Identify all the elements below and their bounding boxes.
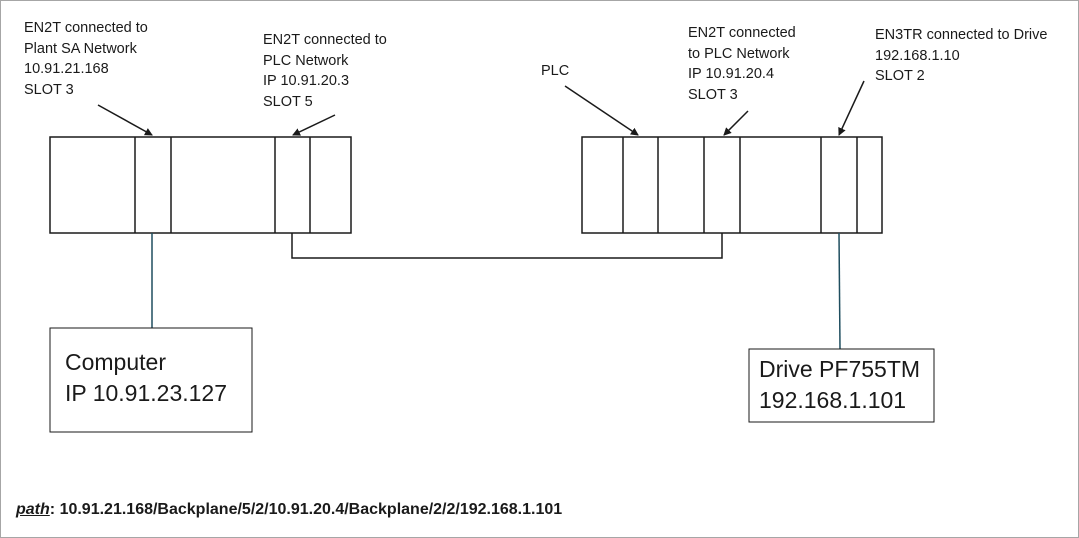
en3tr-label-line: EN3TR connected to Drive xyxy=(875,27,1048,43)
en2t-plc-right-label-line: SLOT 3 xyxy=(688,86,738,103)
en2t-sa-label-line: 10.91.21.168 xyxy=(24,61,109,77)
en2t-plc-right-label: EN2T connected to PLC Network IP 10.91.2… xyxy=(688,23,796,105)
right-chassis xyxy=(581,136,883,234)
computer-label: Computer IP 10.91.23.127 xyxy=(65,347,227,409)
en2t-plc-left-label: EN2T connected to PLC Network IP 10.91.2… xyxy=(263,30,387,112)
drive-name: Drive PF755TM xyxy=(759,356,921,382)
computer-box xyxy=(49,327,253,433)
path-value: 10.91.21.168/Backplane/5/2/10.91.20.4/Ba… xyxy=(59,501,563,518)
en2t-sa-label-line: Plant SA Network xyxy=(24,40,137,57)
plc-label: PLC xyxy=(541,61,569,82)
en2t-plc-right-label-line: to PLC Network xyxy=(688,45,790,62)
computer-name: Computer xyxy=(65,349,166,375)
en2t-plc-right-pointer-arrow xyxy=(723,110,749,136)
plc-label-line: PLC xyxy=(541,63,570,79)
path-key: path xyxy=(16,501,50,518)
en3tr-label: EN3TR connected to Drive 192.168.1.10 SL… xyxy=(875,25,1047,87)
plc-pointer-arrow xyxy=(564,85,639,136)
en2t-plc-left-label-line: PLC Network xyxy=(263,52,349,69)
en2t-sa-label-line: SLOT 3 xyxy=(24,81,74,98)
en3tr-label-line: SLOT 2 xyxy=(875,68,925,84)
drive-label: Drive PF755TM 192.168.1.101 xyxy=(759,354,920,416)
en2t-plc-left-pointer-arrow xyxy=(292,114,336,136)
path-separator: : xyxy=(49,501,60,518)
left-chassis xyxy=(49,136,352,234)
right-chassis-frame xyxy=(581,136,883,234)
en2t-plc-right-label-line: IP 10.91.20.4 xyxy=(688,66,775,82)
drive-ip: 192.168.1.101 xyxy=(759,387,907,413)
en2t-plc-right-label-line: EN2T connected xyxy=(688,25,796,41)
en2t-plc-left-label-line: SLOT 5 xyxy=(263,93,313,110)
en2t-sa-label: EN2T connected to Plant SA Network 10.91… xyxy=(24,18,148,100)
en2t-sa-label-line: EN2T connected to xyxy=(24,20,148,36)
en2t-plc-left-label-line: EN2T connected to xyxy=(263,32,387,48)
en2t-plc-left-label-line: IP 10.91.20.3 xyxy=(263,73,350,89)
drive-box xyxy=(748,348,935,423)
computer-ip: IP 10.91.23.127 xyxy=(65,380,227,406)
left-chassis-frame xyxy=(49,136,352,234)
communication-path: path: 10.91.21.168/Backplane/5/2/10.91.2… xyxy=(16,501,562,519)
en3tr-pointer-arrow xyxy=(838,80,865,136)
drive-cable xyxy=(838,232,841,350)
en3tr-label-line: 192.168.1.10 xyxy=(875,47,960,64)
en2t-sa-pointer-arrow xyxy=(97,104,153,136)
plc-network-connector xyxy=(291,233,723,259)
